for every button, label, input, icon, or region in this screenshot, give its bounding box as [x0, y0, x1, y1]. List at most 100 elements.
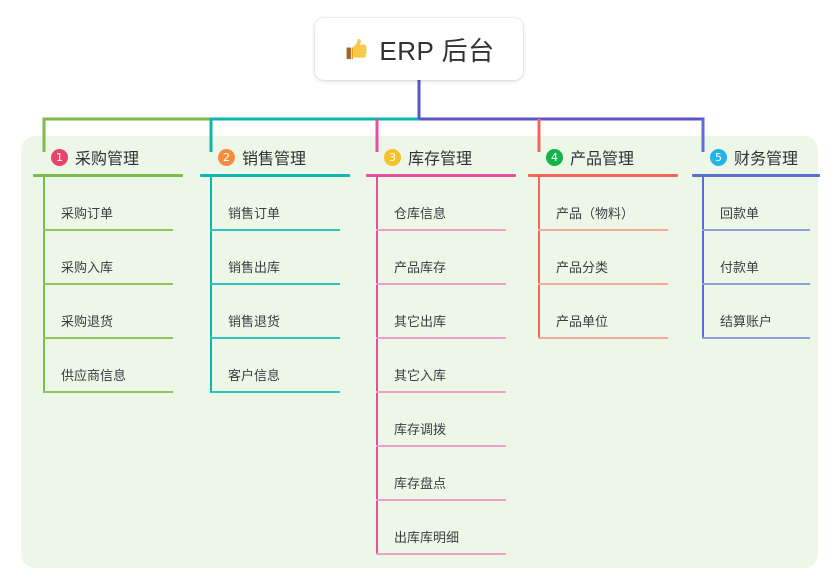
branch-items-3: 仓库信息产品库存其它出库其它入库库存调拨库存盘点出库库明细	[366, 177, 516, 555]
branch-title-4: 产品管理	[570, 151, 635, 168]
leaf-item-label: 库存盘点	[394, 476, 447, 491]
branch-underline-1	[33, 174, 183, 177]
branch-badge-3: 3	[384, 148, 401, 166]
leaf-item-label: 产品库存	[394, 260, 447, 275]
leaf-item[interactable]: 仓库信息	[366, 177, 516, 231]
branch-badge-5: 5	[710, 148, 727, 166]
leaf-item-underline	[210, 229, 340, 231]
leaf-item-underline	[210, 391, 340, 393]
leaf-item-underline	[210, 337, 340, 339]
branch-underline-3	[366, 174, 516, 177]
leaf-item-underline	[538, 337, 668, 339]
leaf-item-underline	[376, 283, 506, 285]
leaf-item[interactable]: 出库库明细	[366, 501, 516, 555]
leaf-item-label: 客户信息	[228, 368, 281, 383]
leaf-item-underline	[43, 391, 173, 393]
leaf-item-underline	[702, 337, 810, 339]
branch-spine-5	[702, 177, 704, 339]
leaf-item-underline	[43, 337, 173, 339]
leaf-item-label: 付款单	[720, 260, 760, 275]
branch-underline-5	[692, 174, 820, 177]
leaf-item-underline	[376, 553, 506, 555]
branch-column-2: 2 销售管理销售订单销售出库销售退货客户信息	[200, 145, 350, 393]
branch-spine-4	[538, 177, 540, 339]
leaf-item[interactable]: 供应商信息	[33, 339, 183, 393]
leaf-item[interactable]: 销售出库	[200, 231, 350, 285]
branch-header-5[interactable]: 5 财务管理	[692, 145, 820, 169]
branch-underline-4	[528, 174, 678, 177]
leaf-item-label: 结算账户	[720, 314, 773, 329]
leaf-item-label: 采购退货	[61, 314, 114, 329]
branch-badge-2: 2	[218, 148, 235, 166]
leaf-item-underline	[210, 283, 340, 285]
branch-badge-4: 4	[546, 148, 563, 166]
branch-items-4: 产品（物料） 产品分类产品单位	[528, 177, 678, 339]
leaf-item[interactable]: 产品单位	[528, 285, 678, 339]
leaf-item[interactable]: 结算账户	[692, 285, 820, 339]
branch-column-5: 5 财务管理回款单付款单结算账户	[692, 145, 820, 339]
leaf-item[interactable]: 产品分类	[528, 231, 678, 285]
root-title: ERP 后台	[379, 35, 495, 66]
leaf-item[interactable]: 库存调拨	[366, 393, 516, 447]
branch-spine-2	[210, 177, 212, 393]
leaf-item-label: 采购订单	[61, 206, 114, 221]
leaf-item-underline	[43, 229, 173, 231]
branches-panel	[21, 136, 818, 568]
leaf-item-label: 其它入库	[394, 368, 447, 383]
leaf-item-underline	[376, 445, 506, 447]
leaf-item-underline	[376, 499, 506, 501]
leaf-item[interactable]: 库存盘点	[366, 447, 516, 501]
leaf-item[interactable]: 回款单	[692, 177, 820, 231]
leaf-item-label: 产品（物料）	[556, 206, 635, 221]
leaf-item[interactable]: 客户信息	[200, 339, 350, 393]
leaf-item-label: 产品单位	[556, 314, 609, 329]
leaf-item[interactable]: 其它出库	[366, 285, 516, 339]
branch-title-1: 采购管理	[75, 151, 140, 168]
leaf-item-label: 仓库信息	[394, 206, 447, 221]
branch-items-2: 销售订单销售出库销售退货客户信息	[200, 177, 350, 393]
leaf-item-label: 出库库明细	[394, 530, 460, 545]
branch-title-2: 销售管理	[242, 151, 307, 168]
leaf-item[interactable]: 采购退货	[33, 285, 183, 339]
leaf-item[interactable]: 产品（物料）	[528, 177, 678, 231]
leaf-item[interactable]: 付款单	[692, 231, 820, 285]
leaf-item-underline	[702, 229, 810, 231]
leaf-item-underline	[376, 337, 506, 339]
root-node[interactable]: ERP 后台	[315, 18, 523, 80]
leaf-item[interactable]: 销售订单	[200, 177, 350, 231]
branch-items-5: 回款单付款单结算账户	[692, 177, 820, 339]
branch-items-1: 采购订单采购入库采购退货供应商信息	[33, 177, 183, 393]
leaf-item-label: 产品分类	[556, 260, 609, 275]
leaf-item-underline	[538, 229, 668, 231]
leaf-item[interactable]: 采购订单	[33, 177, 183, 231]
leaf-item-label: 销售出库	[228, 260, 281, 275]
leaf-item-label: 库存调拨	[394, 422, 447, 437]
leaf-item[interactable]: 销售退货	[200, 285, 350, 339]
branch-spine-1	[43, 177, 45, 393]
leaf-item-label: 销售退货	[228, 314, 281, 329]
leaf-item[interactable]: 其它入库	[366, 339, 516, 393]
leaf-item-underline	[538, 283, 668, 285]
leaf-item-underline	[702, 283, 810, 285]
leaf-item-label: 供应商信息	[61, 368, 127, 383]
thumbs-up-icon	[347, 38, 368, 60]
branch-column-4: 4 产品管理产品（物料） 产品分类产品单位	[528, 145, 678, 339]
leaf-item-underline	[376, 229, 506, 231]
leaf-item[interactable]: 采购入库	[33, 231, 183, 285]
leaf-item-label: 其它出库	[394, 314, 447, 329]
leaf-item-underline	[43, 283, 173, 285]
branch-title-5: 财务管理	[734, 151, 799, 168]
leaf-item-label: 销售订单	[228, 206, 281, 221]
branch-header-4[interactable]: 4 产品管理	[528, 145, 678, 169]
leaf-item-label: 回款单	[720, 206, 760, 221]
leaf-item[interactable]: 产品库存	[366, 231, 516, 285]
branch-spine-3	[376, 177, 378, 555]
branch-header-2[interactable]: 2 销售管理	[200, 145, 350, 169]
branch-underline-2	[200, 174, 350, 177]
